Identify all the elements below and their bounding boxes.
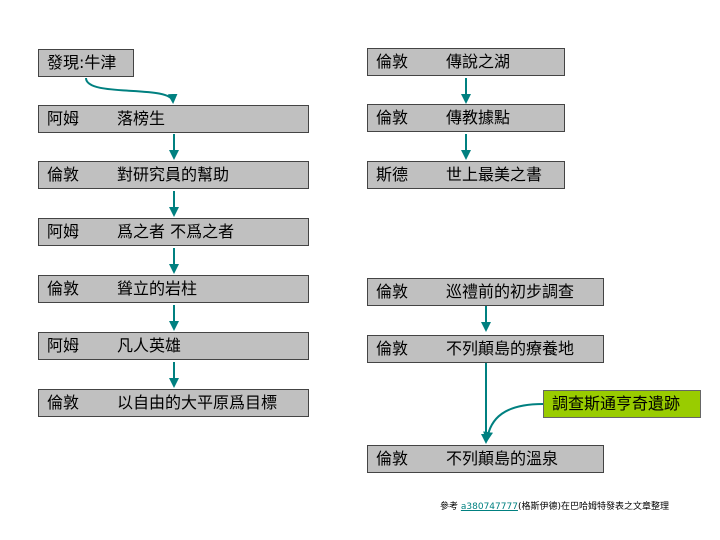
side-note-stonehenge: 調查斯通亨奇遺跡 — [543, 390, 701, 418]
node-place: 倫敦 — [47, 165, 80, 184]
node-place: 倫敦 — [47, 279, 80, 298]
node-event: 爲之者 不爲之者 — [117, 222, 235, 241]
footer-author-link[interactable]: a380747777 — [460, 502, 518, 512]
node-place: 阿姆 — [47, 222, 80, 241]
node-help-for-researcher: 倫敦 對研究員的幫助 — [38, 161, 309, 189]
node-event: 不列顛島的療養地 — [446, 339, 575, 358]
node-free-great-plain: 倫敦 以自由的大平原爲目標 — [38, 389, 309, 417]
node-legendary-lake: 倫敦 傳說之湖 — [367, 48, 565, 76]
node-place: 阿姆 — [47, 109, 80, 128]
node-towering-rock-pillar: 倫敦 聳立的岩柱 — [38, 275, 309, 303]
node-event: 以自由的大平原爲目標 — [117, 393, 278, 412]
node-event: 落榜生 — [117, 109, 166, 128]
node-event: 巡禮前的初步調查 — [446, 282, 575, 301]
connector-curve-left — [85, 77, 178, 104]
node-place: 倫敦 — [376, 282, 409, 301]
node-event: 凡人英雄 — [117, 336, 182, 355]
node-place: 倫敦 — [376, 449, 409, 468]
node-britain-sanatorium: 倫敦 不列顛島的療養地 — [367, 335, 604, 363]
node-place: 斯德 — [376, 165, 409, 184]
node-place: 倫敦 — [376, 339, 409, 358]
footer-prefix: 參考 — [440, 502, 459, 512]
node-place: 倫敦 — [376, 108, 409, 127]
node-mission-base: 倫敦 傳教據點 — [367, 104, 565, 132]
node-place: 倫敦 — [376, 52, 409, 71]
node-ordinary-hero: 阿姆 凡人英雄 — [38, 332, 309, 360]
node-place: 阿姆 — [47, 336, 80, 355]
node-pilgrimage-survey: 倫敦 巡禮前的初步調查 — [367, 278, 604, 306]
footer-suffix: (格斯伊德)在巴哈姆特發表之文章整理 — [517, 502, 669, 512]
node-event: 對研究員的幫助 — [117, 165, 230, 184]
node-doers-and-non-doers: 阿姆 爲之者 不爲之者 — [38, 218, 309, 246]
source-footer: 參考 a380747777(格斯伊德)在巴哈姆特發表之文章整理 — [440, 499, 669, 512]
connector-side-note — [483, 403, 544, 442]
node-event: 傳說之湖 — [446, 52, 511, 71]
node-most-beautiful-book: 斯德 世上最美之書 — [367, 161, 565, 189]
node-event: 不列顛島的溫泉 — [446, 449, 559, 468]
node-place: 倫敦 — [47, 393, 80, 412]
node-event: 聳立的岩柱 — [117, 279, 198, 298]
side-note-label: 調查斯通亨奇遺跡 — [552, 394, 681, 413]
node-failed-candidate: 阿姆 落榜生 — [38, 105, 309, 133]
node-label: 發現:牛津 — [47, 53, 117, 72]
node-britain-hot-spring: 倫敦 不列顛島的溫泉 — [367, 445, 604, 473]
node-event: 世上最美之書 — [446, 165, 543, 184]
node-discovery-oxford: 發現:牛津 — [38, 49, 134, 77]
node-event: 傳教據點 — [446, 108, 511, 127]
